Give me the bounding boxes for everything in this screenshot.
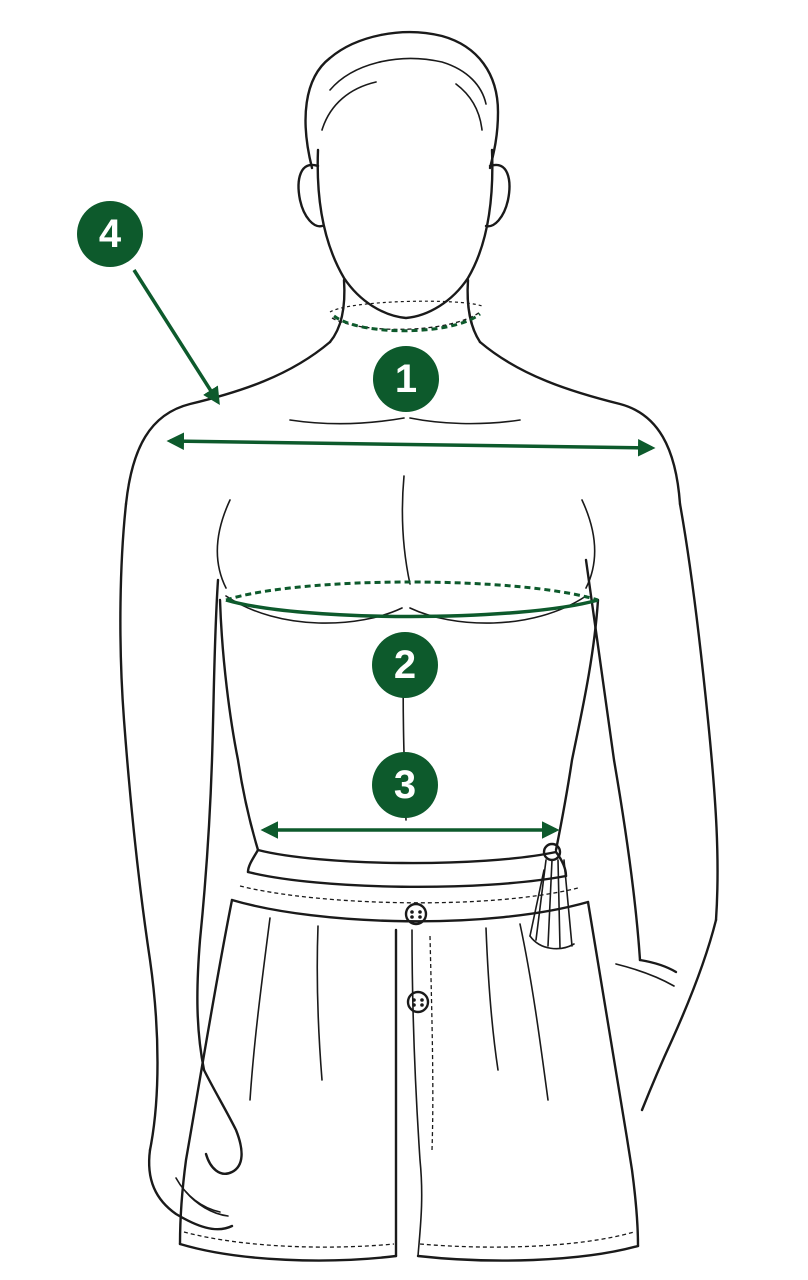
chest-marker-label: 2 [393,643,417,687]
waist-marker: 3 [372,752,438,818]
chest-measure-front [225,598,599,619]
torso [119,340,719,1231]
neck-marker: 1 [373,346,439,412]
shoulder-pointer-arrow [132,269,220,405]
waist-marker-label: 3 [393,763,417,807]
shoulder-width-arrow [166,432,656,457]
head [297,30,511,320]
shoulder-marker-label: 4 [98,212,122,256]
chest-measure-back [225,580,599,602]
shorts [178,842,640,1262]
shoulder-marker: 4 [77,201,143,267]
neck [328,278,483,344]
neck-marker-label: 1 [394,357,418,401]
neck-measure-line [333,312,481,333]
chest-marker: 2 [372,632,438,698]
